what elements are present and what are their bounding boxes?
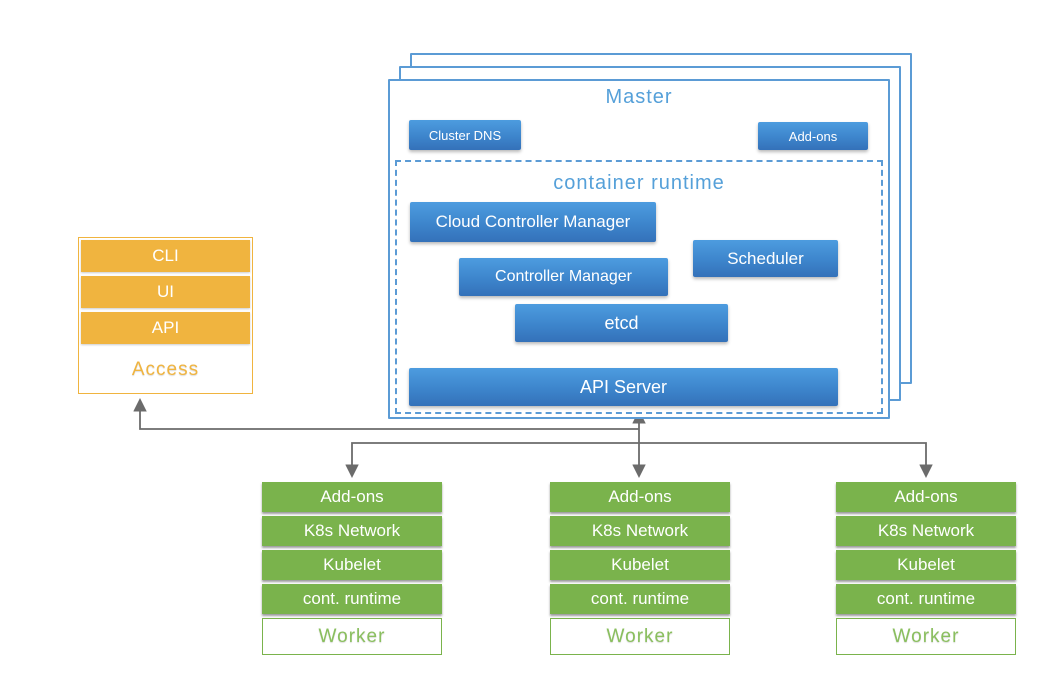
cluster-dns-box: Cluster DNS	[409, 120, 521, 150]
access-label: Access	[131, 358, 200, 380]
worker2-container-runtime-row: cont. runtime	[550, 584, 730, 614]
cloud-controller-manager-box: Cloud Controller Manager	[410, 202, 656, 242]
worker3-addons-row: Add-ons	[836, 482, 1016, 512]
access-stack: CLI UI API Access	[78, 237, 253, 394]
worker-node-1: Add-ons K8s Network Kubelet cont. runtim…	[262, 482, 442, 655]
worker1-label: Worker	[262, 618, 442, 655]
worker-node-3: Add-ons K8s Network Kubelet cont. runtim…	[836, 482, 1016, 655]
apiserver-to-worker1-worker3-arrow	[345, 442, 933, 479]
access-row-cli: CLI	[81, 240, 250, 272]
worker1-kubelet-row: Kubelet	[262, 550, 442, 580]
scheduler-box: Scheduler	[693, 240, 838, 277]
worker1-container-runtime-row: cont. runtime	[262, 584, 442, 614]
container-runtime-box	[395, 160, 883, 414]
worker3-container-runtime-row: cont. runtime	[836, 584, 1016, 614]
container-runtime-title: container runtime	[553, 172, 725, 194]
worker2-addons-row: Add-ons	[550, 482, 730, 512]
worker2-label: Worker	[550, 618, 730, 655]
worker2-k8s-network-row: K8s Network	[550, 516, 730, 546]
worker3-kubelet-row: Kubelet	[836, 550, 1016, 580]
worker1-addons-row: Add-ons	[262, 482, 442, 512]
access-row-api: API	[81, 312, 250, 344]
controller-manager-box: Controller Manager	[459, 258, 668, 296]
worker3-label: Worker	[836, 618, 1016, 655]
access-row-ui: UI	[81, 276, 250, 308]
master-addons-box: Add-ons	[758, 122, 868, 150]
worker3-k8s-network-row: K8s Network	[836, 516, 1016, 546]
worker2-kubelet-row: Kubelet	[550, 550, 730, 580]
master-title: Master	[605, 86, 673, 108]
worker1-k8s-network-row: K8s Network	[262, 516, 442, 546]
api-server-box: API Server	[409, 368, 838, 406]
etcd-box: etcd	[515, 304, 728, 342]
worker-node-2: Add-ons K8s Network Kubelet cont. runtim…	[550, 482, 730, 655]
